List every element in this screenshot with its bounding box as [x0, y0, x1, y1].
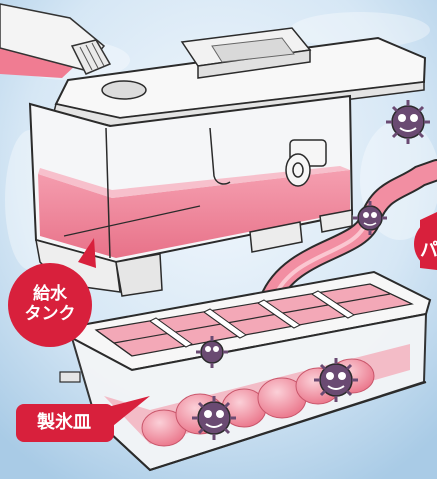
water-tank-label-line1: 給水 [25, 285, 76, 305]
water-tank-label: 給水 タンク [9, 266, 91, 344]
pipe-label: パ [418, 225, 437, 277]
ice-tray-label: 製氷皿 [18, 405, 110, 441]
water-tank-label-line2: タンク [25, 305, 76, 325]
